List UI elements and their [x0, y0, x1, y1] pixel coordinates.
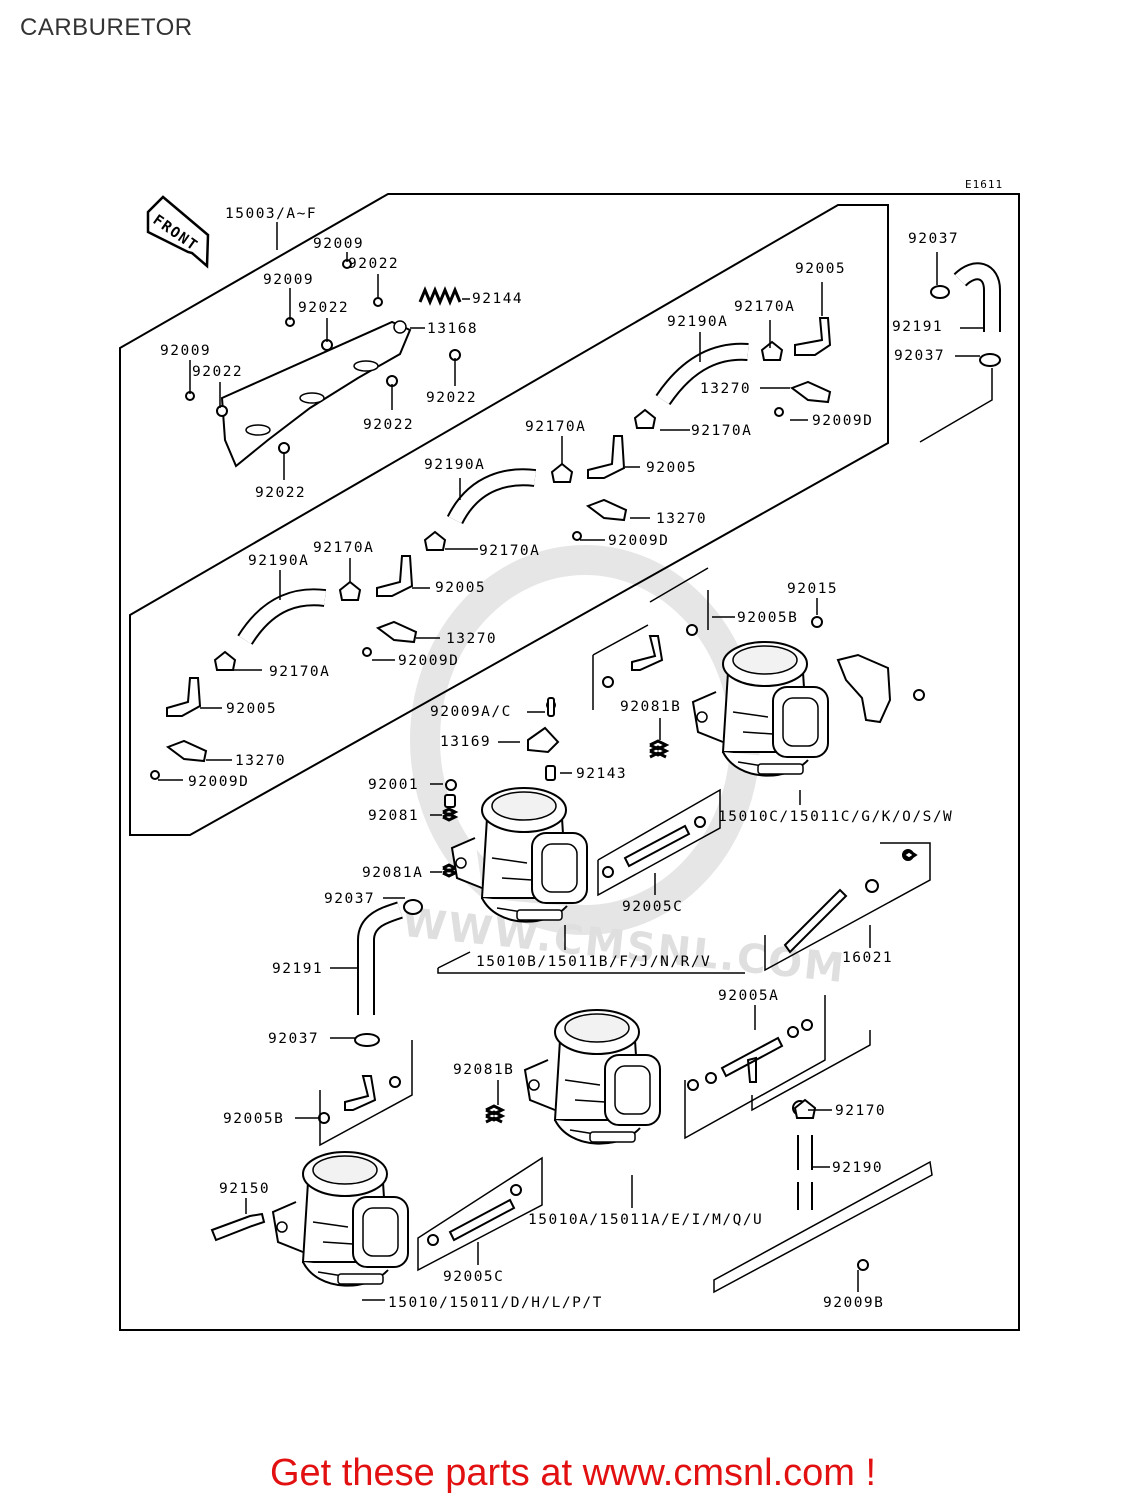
part-label: 13270 — [656, 511, 707, 527]
part-label: 92005 — [795, 261, 846, 277]
part-label: 92005B — [737, 610, 798, 626]
part-label: 13270 — [235, 753, 286, 769]
part-label: 92022 — [298, 300, 349, 316]
part-label: 15010/15011/D/H/L/P/T — [388, 1295, 603, 1311]
part-label: 92081B — [620, 699, 681, 715]
part-label: 92150 — [219, 1181, 270, 1197]
part-label: 92170A — [269, 664, 330, 680]
brackets-13270 — [165, 380, 892, 763]
part-label: 92005B — [223, 1111, 284, 1127]
part-label: 92143 — [576, 766, 627, 782]
part-label: 92022 — [255, 485, 306, 501]
part-labels: E1611 15003/A~F 92009 92022 92009 92144 … — [160, 178, 1003, 1311]
part-label: 92005 — [435, 580, 486, 596]
part-label: 15010C/15011C/G/K/O/S/W — [718, 809, 953, 825]
part-label: 92005C — [622, 899, 683, 915]
ref-code: E1611 — [965, 178, 1003, 191]
leader-lines — [158, 222, 985, 1301]
part-label: 92009 — [313, 236, 364, 252]
part-label: 15003/A~F — [225, 206, 317, 222]
part-label: 92005 — [646, 460, 697, 476]
part-label: 92009A/C — [430, 704, 512, 720]
part-label: 92009D — [188, 774, 249, 790]
part-label: 13169 — [440, 734, 491, 750]
part-label: 92081 — [368, 808, 419, 824]
part-label: 92190A — [248, 553, 309, 569]
hoses — [237, 262, 1001, 1210]
part-label: 92022 — [426, 390, 477, 406]
part-label: 92022 — [348, 256, 399, 272]
carburetor-15010A — [524, 1009, 661, 1145]
part-label: 92190A — [424, 457, 485, 473]
part-label: 13270 — [700, 381, 751, 397]
part-label: 92170A — [525, 419, 586, 435]
small-pins — [210, 697, 556, 1242]
springs-jets — [442, 739, 918, 1124]
part-label: 92009 — [263, 272, 314, 288]
part-label: 92081A — [362, 865, 423, 881]
part-label: 92009D — [812, 413, 873, 429]
part-label: 15010B/15011B/F/J/N/R/V — [476, 954, 711, 970]
part-label: 92009 — [160, 343, 211, 359]
part-label: 92170A — [479, 543, 540, 559]
part-label: 13168 — [427, 321, 478, 337]
connector-panels — [319, 368, 993, 1294]
part-label: 92001 — [368, 777, 419, 793]
part-label: 13270 — [446, 631, 497, 647]
front-arrow-icon: FRONT — [146, 195, 210, 269]
part-label: 92170A — [691, 423, 752, 439]
part-label: 92191 — [892, 319, 943, 335]
spring-92144 — [418, 286, 462, 306]
part-label: 92009D — [398, 653, 459, 669]
carburetor-15010 — [272, 1151, 409, 1287]
footer-cta-link[interactable]: Get these parts at www.cmsnl.com ! — [269, 1452, 877, 1494]
mounting-bracket — [220, 320, 412, 468]
small-parts — [150, 259, 925, 1271]
part-label: 92190A — [667, 314, 728, 330]
part-label: 92037 — [324, 891, 375, 907]
part-label: 92009B — [823, 1295, 884, 1311]
part-label: 92005A — [718, 988, 779, 1004]
part-label: 15010A/15011A/E/I/M/Q/U — [528, 1212, 763, 1228]
part-label: 92170A — [734, 299, 795, 315]
part-label: 92005C — [443, 1269, 504, 1285]
part-label: 92191 — [272, 961, 323, 977]
part-label: 92081B — [453, 1062, 514, 1078]
part-label: 92144 — [472, 291, 523, 307]
part-label: 16021 — [842, 950, 893, 966]
fittings — [166, 317, 848, 1242]
part-label: 92037 — [268, 1031, 319, 1047]
part-label: 92190 — [832, 1160, 883, 1176]
subassembly-frame — [129, 204, 889, 836]
part-label: 92022 — [192, 364, 243, 380]
page-title: CARBURETOR — [20, 14, 193, 41]
carburetor-15010B — [451, 787, 588, 923]
clamps — [213, 285, 1001, 1119]
part-label: 92005 — [226, 701, 277, 717]
part-label: 92022 — [363, 417, 414, 433]
part-label: 92009D — [608, 533, 669, 549]
part-label: 92170 — [835, 1103, 886, 1119]
part-label: 92037 — [894, 348, 945, 364]
part-label: 92170A — [313, 540, 374, 556]
diagram-frame — [119, 193, 1020, 1331]
part-label: 92037 — [908, 231, 959, 247]
part-label: 92015 — [787, 581, 838, 597]
